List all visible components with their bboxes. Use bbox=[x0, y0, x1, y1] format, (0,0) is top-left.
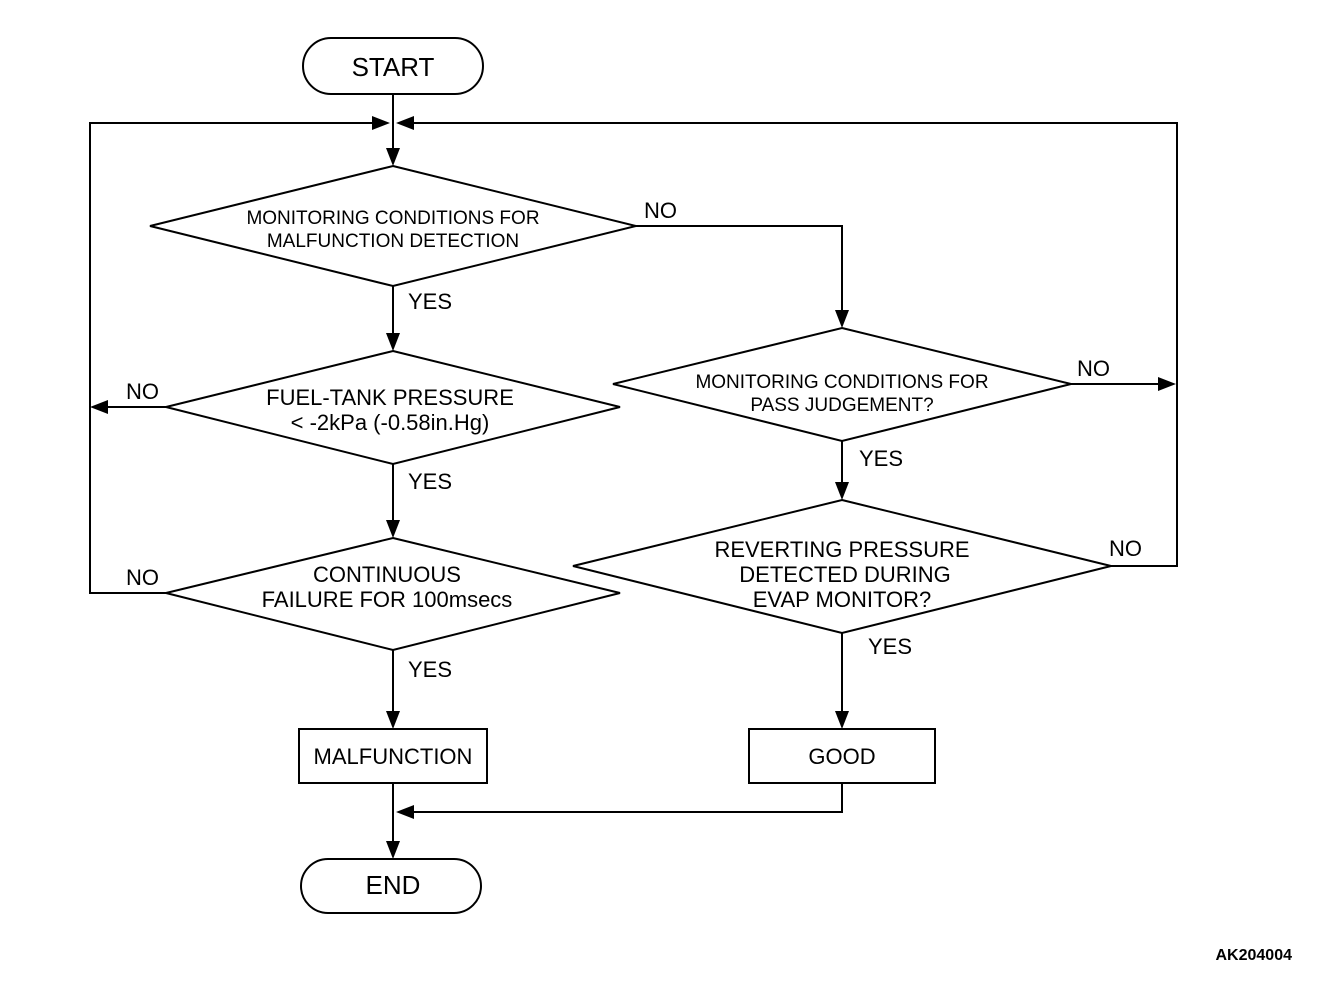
start-terminal: START bbox=[302, 37, 484, 95]
label-d5-no: NO bbox=[1109, 536, 1142, 561]
result-malfunction: MALFUNCTION bbox=[298, 728, 488, 784]
connectors bbox=[89, 94, 1178, 843]
label-d1-no: NO bbox=[644, 198, 677, 223]
arrowheads bbox=[90, 116, 1176, 859]
decision-reverting-pressure: REVERTING PRESSURE DETECTED DURING EVAP … bbox=[572, 498, 1112, 635]
arrowhead-left-loop-in bbox=[372, 116, 390, 130]
arrowhead-d4-no bbox=[1158, 377, 1176, 391]
decision-reverting-pressure-line-3: EVAP MONITOR? bbox=[753, 587, 932, 612]
label-d3-no: NO bbox=[126, 565, 159, 590]
decision-continuous-failure-line-1: CONTINUOUS bbox=[313, 562, 461, 587]
result-malfunction-label: MALFUNCTION bbox=[314, 744, 473, 769]
decision-reverting-pressure-line-1: REVERTING PRESSURE bbox=[714, 537, 969, 562]
arrowhead-into-d5 bbox=[835, 482, 849, 500]
arrowhead-d2-no bbox=[90, 400, 108, 414]
arrowhead-right-loop-in bbox=[396, 116, 414, 130]
label-d5-yes: YES bbox=[868, 634, 912, 659]
arrowhead-into-d2 bbox=[386, 333, 400, 351]
connector-good-end bbox=[410, 783, 843, 813]
decision-malfunction-detection: MONITORING CONDITIONS FOR MALFUNCTION DE… bbox=[149, 164, 637, 288]
connector-left-loop bbox=[89, 122, 378, 594]
arrowhead-into-d3 bbox=[386, 520, 400, 538]
label-d3-yes: YES bbox=[408, 657, 452, 682]
end-label: END bbox=[366, 870, 421, 900]
decision-pass-judgement-line-1: MONITORING CONDITIONS FOR bbox=[695, 372, 988, 393]
decision-fuel-tank-pressure: FUEL-TANK PRESSURE < -2kPa (-0.58in.Hg) bbox=[165, 349, 621, 466]
figure-code: AK204004 bbox=[1216, 947, 1293, 964]
decision-fuel-tank-pressure-line-1: FUEL-TANK PRESSURE bbox=[266, 385, 514, 410]
branch-labels: YES NO YES NO YES NO YES NO YES NO bbox=[126, 198, 1142, 682]
arrowhead-into-malfunction bbox=[386, 711, 400, 729]
decision-malfunction-detection-line-1: MONITORING CONDITIONS FOR bbox=[246, 208, 539, 229]
arrowhead-into-end bbox=[386, 841, 400, 859]
start-label: START bbox=[352, 52, 435, 82]
connector-d1-no bbox=[636, 225, 843, 312]
end-terminal: END bbox=[300, 858, 482, 914]
decision-pass-judgement: MONITORING CONDITIONS FOR PASS JUDGEMENT… bbox=[612, 326, 1072, 443]
decision-reverting-pressure-line-2: DETECTED DURING bbox=[739, 562, 950, 587]
arrowhead-into-d4 bbox=[835, 310, 849, 328]
arrowhead-good-merge bbox=[396, 805, 414, 819]
connector-right-loop bbox=[408, 122, 1178, 567]
arrowhead-into-d1 bbox=[386, 148, 400, 166]
decision-continuous-failure: CONTINUOUS FAILURE FOR 100msecs bbox=[165, 536, 621, 652]
arrowhead-into-good bbox=[835, 711, 849, 729]
result-good-label: GOOD bbox=[808, 744, 875, 769]
label-d2-yes: YES bbox=[408, 469, 452, 494]
decision-fuel-tank-pressure-line-2: < -2kPa (-0.58in.Hg) bbox=[291, 410, 490, 435]
decision-malfunction-detection-line-2: MALFUNCTION DETECTION bbox=[267, 231, 519, 252]
result-good: GOOD bbox=[748, 728, 936, 784]
label-d1-yes: YES bbox=[408, 289, 452, 314]
label-d4-yes: YES bbox=[859, 446, 903, 471]
decision-continuous-failure-line-2: FAILURE FOR 100msecs bbox=[262, 587, 513, 612]
label-d4-no: NO bbox=[1077, 356, 1110, 381]
decision-pass-judgement-line-2: PASS JUDGEMENT? bbox=[750, 395, 933, 416]
label-d2-no: NO bbox=[126, 379, 159, 404]
